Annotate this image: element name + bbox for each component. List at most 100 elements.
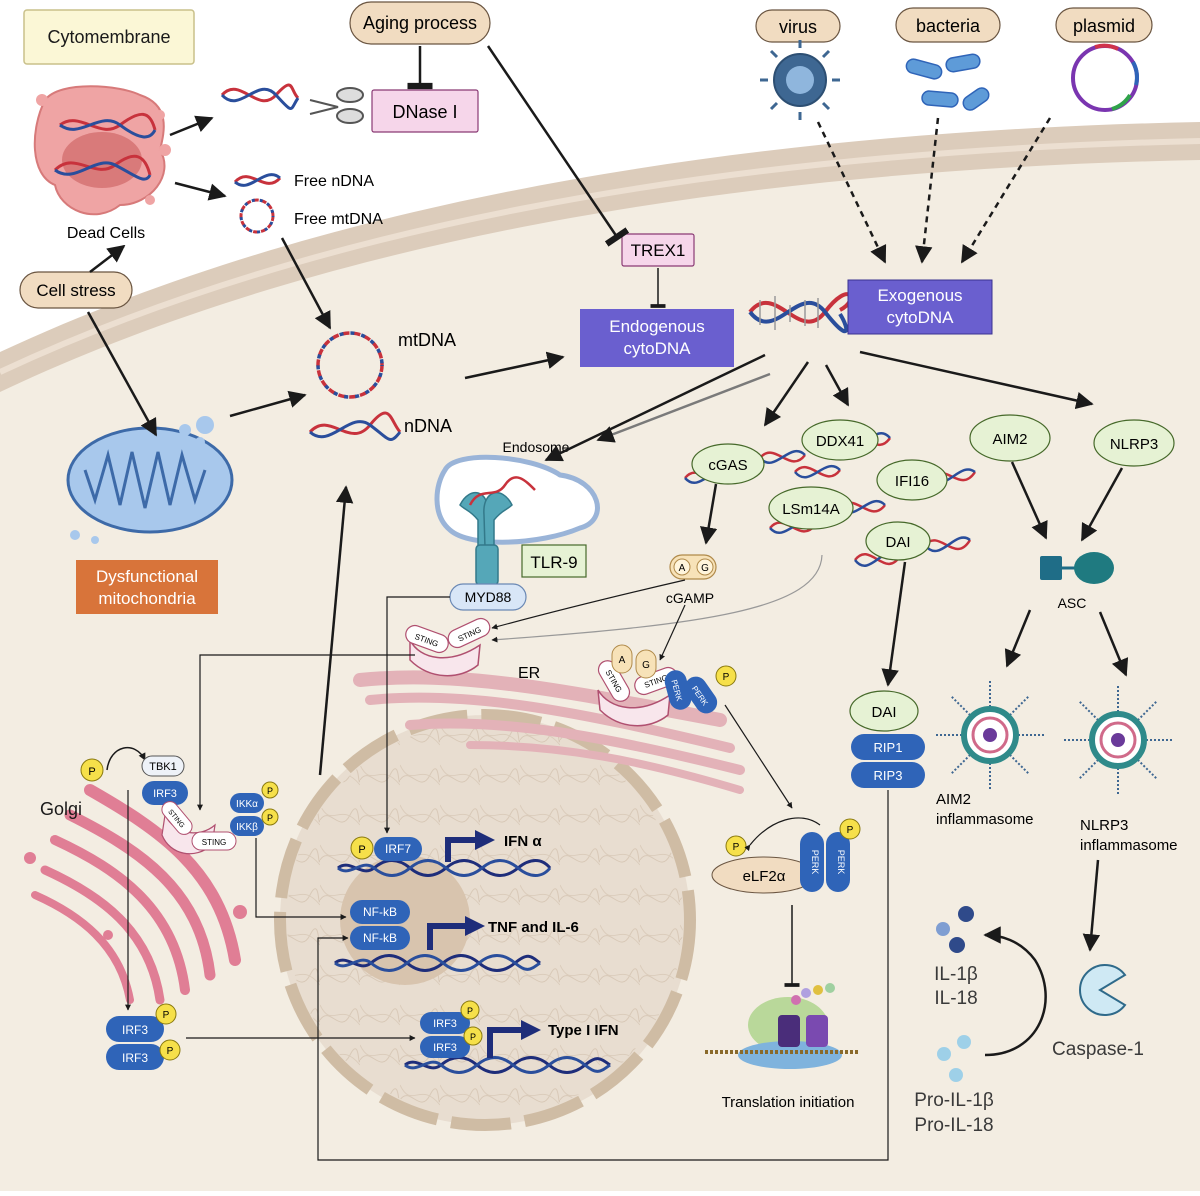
aim2-inflammasome-icon (935, 680, 1045, 790)
tnf-il6-label: TNF and IL-6 (488, 919, 579, 936)
ikkb-label: IKKβ (236, 822, 258, 833)
ddx41-label: DDX41 (816, 433, 864, 450)
lsm14a-label: LSm14A (782, 501, 840, 518)
free-mtdna-icon (239, 198, 275, 234)
cgas-label: cGAS (708, 457, 747, 474)
cleavage-arrow (983, 926, 1047, 1057)
golgi-apparatus (24, 784, 247, 1005)
mtdna-icon (316, 331, 384, 399)
ifi16-oval (876, 459, 948, 501)
ndna-label: nDNA (404, 416, 452, 436)
free-mtdna-label: Free mtDNA (294, 211, 383, 228)
phospho-tbk1: P (88, 766, 95, 778)
pathway-arrows (86, 45, 1129, 987)
tbk1-irf3-complex-icon: P TBK1 IRF3 STING STING IKKα IKKβ P P (80, 746, 279, 855)
phospho-perk: P (723, 672, 730, 683)
rip1-box (851, 734, 925, 760)
mature-cytokines-icon (936, 906, 974, 953)
phospho-irf3-n-a (460, 1000, 480, 1020)
dnase-box (371, 89, 479, 133)
asc-icon (1040, 552, 1114, 584)
phospho-perk-b: P (847, 825, 854, 836)
nfkb-box-b (350, 926, 410, 950)
dna-fragment-icon (220, 83, 300, 110)
nlrp3-label: NLRP3 (1110, 436, 1158, 453)
cell-stress-label: Cell stress (36, 281, 115, 300)
sting-label-f: STING (202, 838, 226, 847)
aging-process-label: Aging process (363, 13, 477, 33)
endogenous-cytodna-box (580, 309, 734, 367)
plasmid-box (1055, 7, 1153, 43)
sting-dimer-icon: STING STING (405, 617, 491, 677)
virus-box (755, 9, 841, 43)
dai-oval (865, 521, 931, 561)
nlrp3-inflammasome-icon (1063, 685, 1173, 795)
irf3-label-b: IRF3 (122, 1023, 148, 1037)
irf3-box-n-a (420, 1012, 470, 1034)
irf7-label: IRF7 (385, 842, 411, 856)
exogenous-line2: cytoDNA (886, 308, 954, 327)
bacteria-icon (905, 53, 990, 111)
nucleus (274, 709, 696, 1131)
pathogen-dashed-arrows (816, 117, 1052, 264)
bacteria-label: bacteria (916, 16, 981, 36)
bacteria-box (895, 7, 1001, 43)
sting-perk-complex-icon: STING STING A G PERK PERK P (597, 644, 737, 727)
tlr9-box (521, 544, 587, 578)
perk-label-d: PERK (836, 850, 846, 875)
endosome-icon (434, 454, 600, 545)
tbk1-label: TBK1 (149, 761, 177, 773)
pro-il-line2: Pro-IL-18 (914, 1115, 993, 1136)
irf3-label-n-a: IRF3 (433, 1018, 457, 1030)
ndna-icon (308, 411, 402, 441)
phospho-ikkb: P (267, 813, 273, 823)
nlrp3-oval (1093, 419, 1175, 467)
phospho-irf3-a: P (163, 1010, 170, 1021)
phospho-irf7-text: P (358, 844, 365, 856)
irf3-box-n-b (420, 1036, 470, 1058)
phospho-irf3-n-b-text: P (470, 1032, 476, 1042)
ribosome-icon (705, 983, 860, 1069)
myd88-label: MYD88 (465, 589, 512, 605)
nfkb-label-b: NF-kB (363, 931, 397, 945)
cgas-oval (691, 443, 765, 485)
nfkb-label-a: NF-kB (363, 905, 397, 919)
cytomembrane-box (23, 9, 195, 65)
cell-stress-box (19, 271, 133, 309)
phospho-irf7 (350, 836, 374, 860)
elf2a-label: eLF2α (743, 868, 786, 885)
dna-strands-nucleus (334, 859, 611, 1074)
plasmid-icon (1071, 43, 1139, 112)
translation-label: Translation initiation (722, 1094, 855, 1111)
golgi-label: Golgi (40, 799, 82, 819)
endogenous-line2: cytoDNA (623, 339, 691, 358)
phospho-irf3-n-a-text: P (467, 1006, 473, 1016)
cgamp-g: G (701, 563, 709, 574)
free-ndna-icon (233, 173, 282, 187)
virus-label: virus (779, 17, 817, 37)
cgamp-g-2: G (642, 660, 650, 671)
cgamp-icon: A G (669, 554, 717, 580)
rip1-label: RIP1 (874, 740, 903, 755)
scissors-icon (309, 87, 364, 124)
caspase-icon (1079, 964, 1127, 1016)
phospho-elf2a: P (733, 842, 740, 853)
irf3-dimer-icon: IRF3 IRF3 P P (106, 1003, 181, 1070)
rip3-box (851, 762, 925, 788)
dai-label-2: DAI (871, 704, 896, 721)
pro-cytokines-icon (937, 1035, 971, 1082)
dai-label: DAI (885, 534, 910, 551)
nlrp3-inflam-line1: NLRP3 (1080, 817, 1128, 834)
elf2a-perk-icon: eLF2α P PERK PERK P (711, 817, 861, 894)
dai-oval-2 (849, 690, 919, 732)
ifn-alpha-label: IFN α (504, 833, 542, 850)
dysfunctional-line1: Dysfunctional (96, 567, 198, 586)
il-line2: IL-18 (934, 988, 977, 1009)
phospho-ikka: P (267, 786, 273, 796)
nfkb-box-a (350, 900, 410, 924)
transcription-arrows (427, 830, 541, 1058)
irf3-label-c: IRF3 (122, 1051, 148, 1065)
dnase-label: DNase I (392, 102, 457, 122)
